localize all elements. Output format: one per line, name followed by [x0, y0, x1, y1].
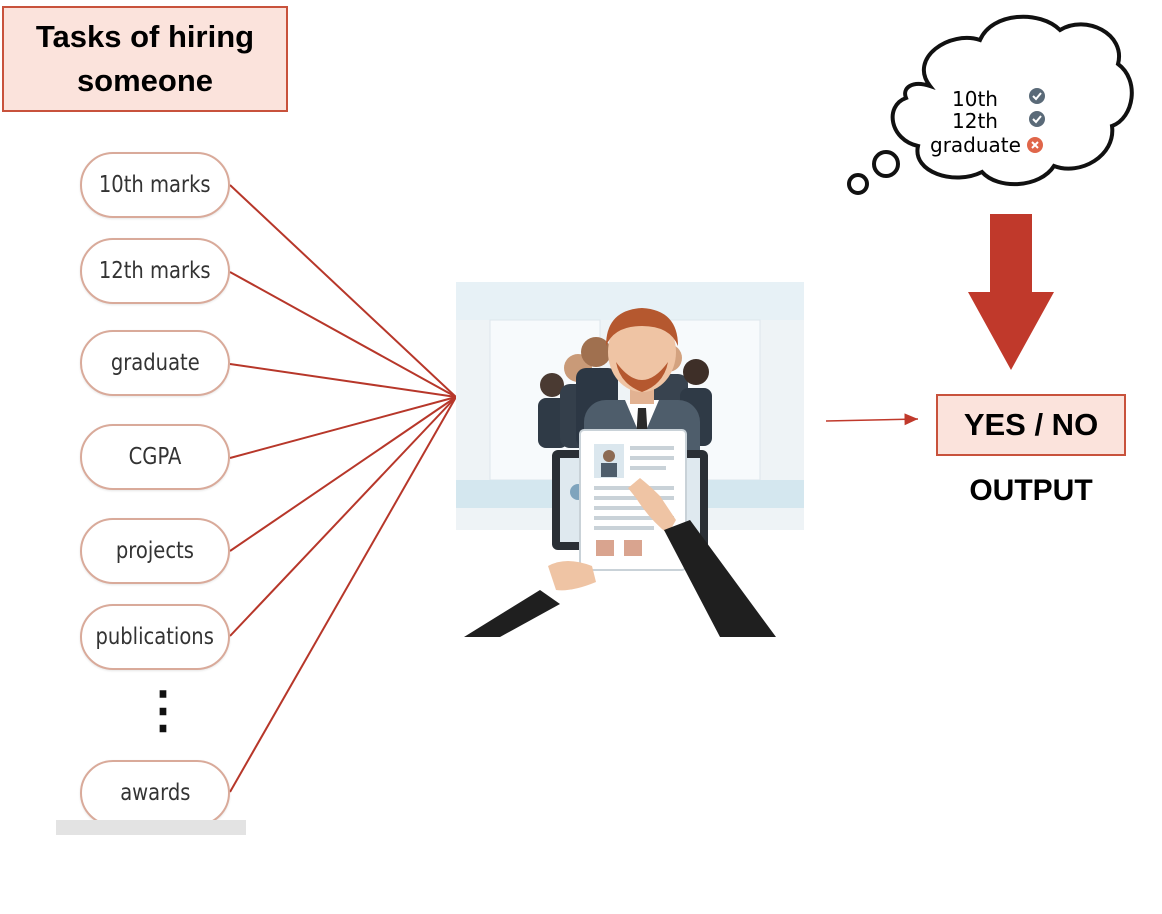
connector-line	[229, 271, 457, 398]
input-pill-projects: projects	[80, 518, 230, 584]
thought-item-label: 10th	[952, 87, 998, 111]
input-pill-10th-marks: 10th marks	[80, 152, 230, 218]
thought-dot-large	[872, 150, 900, 178]
connector-line	[229, 184, 457, 398]
output-box: YES / NO	[936, 394, 1126, 456]
check-icon	[1029, 111, 1045, 127]
output-arrow	[825, 413, 919, 426]
input-pill-publications: publications	[80, 604, 230, 670]
diagram-title: Tasks of hiring someone	[35, 19, 255, 98]
thought-item-label: graduate	[930, 133, 1021, 157]
input-pill-12th-marks: 12th marks	[80, 238, 230, 304]
connector-line	[229, 363, 457, 398]
output-caption: OUTPUT	[969, 474, 1093, 507]
check-icon	[1029, 88, 1045, 104]
vertical-ellipsis: ⋮	[138, 682, 188, 738]
interview-illustration	[456, 282, 804, 637]
down-arrow-icon	[968, 214, 1054, 370]
connector-line	[229, 396, 457, 459]
title-box: Tasks of hiring someone	[2, 6, 288, 112]
input-pill-awards: awards	[80, 760, 230, 826]
cross-icon	[1027, 137, 1043, 153]
connector-line	[229, 396, 457, 637]
thought-item-label: 12th	[952, 109, 998, 133]
input-pill-cgpa: CGPA	[80, 424, 230, 490]
resume-document	[579, 429, 687, 571]
pill-column-base	[56, 820, 246, 835]
output-result: YES / NO	[963, 407, 1099, 442]
connector-line	[229, 396, 457, 793]
thought-bubble: 10th 12th graduate	[847, 14, 1134, 195]
input-pill-graduate: graduate	[80, 330, 230, 396]
thought-dot-small	[847, 173, 869, 195]
connector-line	[229, 396, 457, 552]
connector-lines	[229, 184, 457, 793]
